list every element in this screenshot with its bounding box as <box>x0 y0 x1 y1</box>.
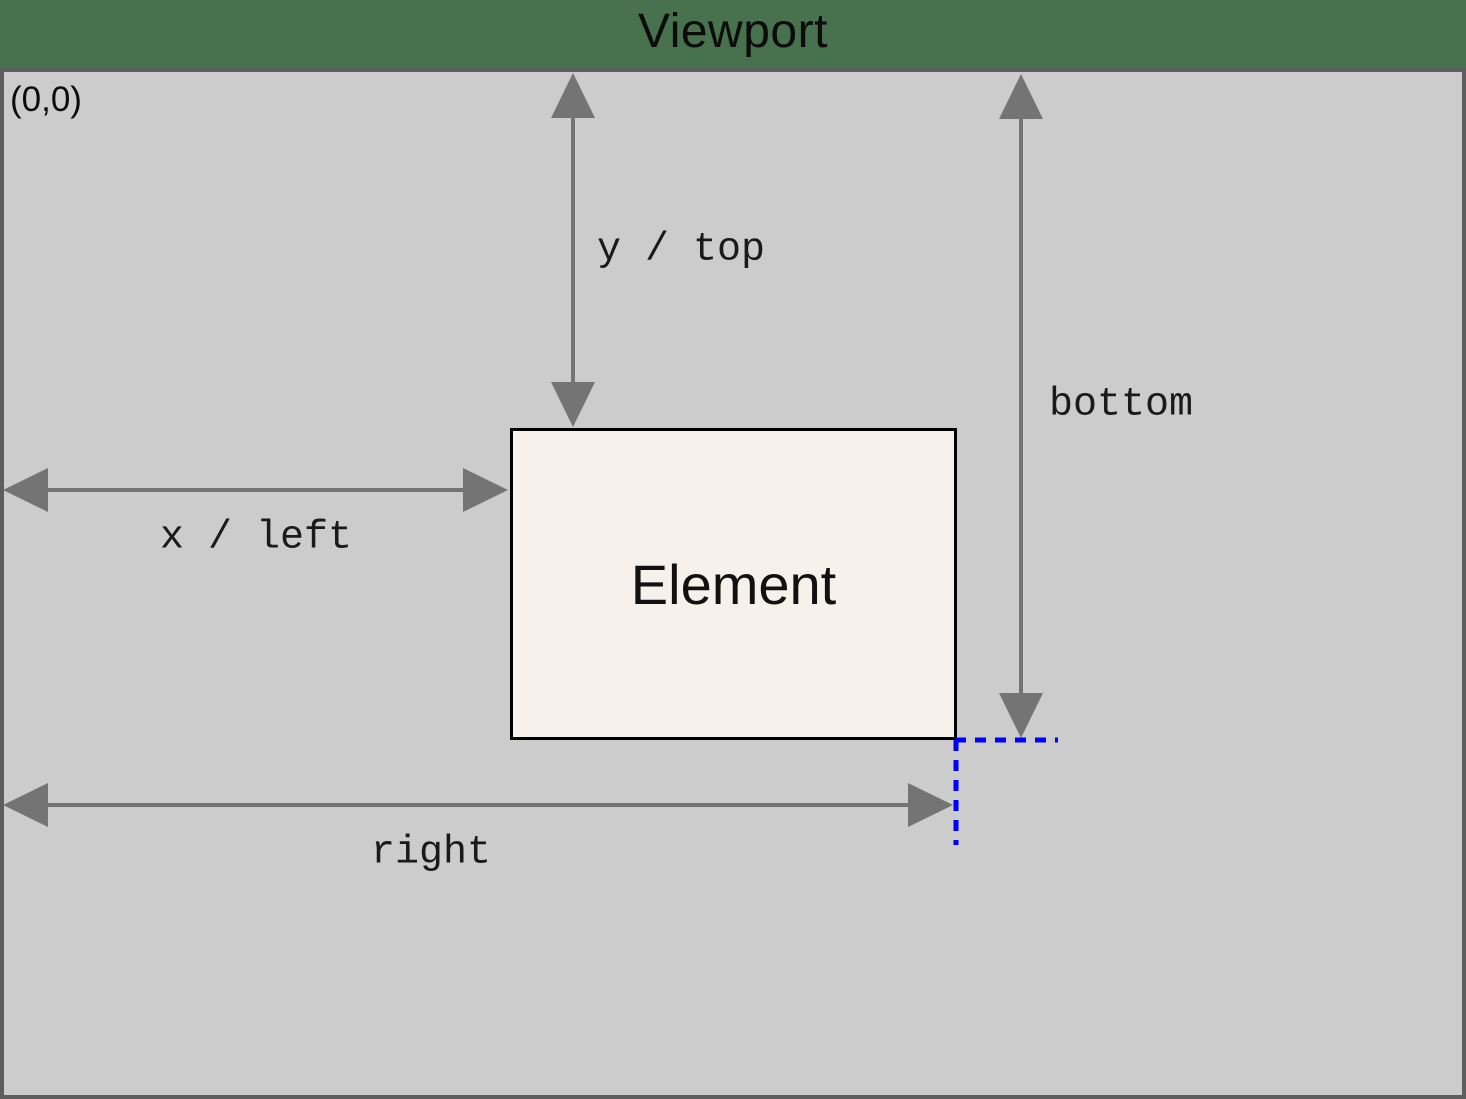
bottom-label: bottom <box>1048 382 1194 428</box>
header-bar: Viewport <box>0 0 1466 68</box>
element-box: Element <box>510 428 957 740</box>
right-label: right <box>370 830 492 876</box>
y-top-label: y / top <box>596 227 766 273</box>
x-left-label: x / left <box>159 515 353 561</box>
origin-label: (0,0) <box>10 80 82 119</box>
diagram-title: Viewport <box>638 5 828 58</box>
element-label: Element <box>630 552 837 616</box>
